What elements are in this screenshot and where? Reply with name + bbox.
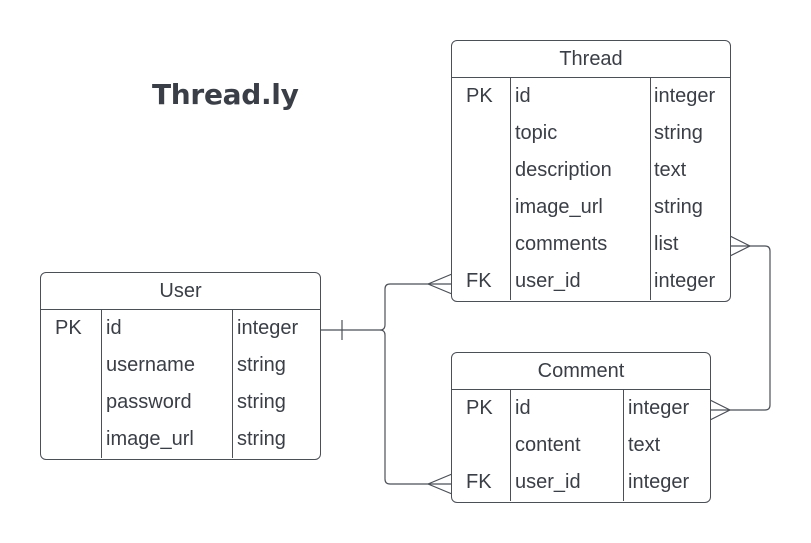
column-divider	[232, 310, 233, 458]
attribute-row: PK id integer	[41, 310, 320, 347]
type-cell: integer	[654, 85, 716, 107]
attribute-row: image_url string	[452, 189, 730, 226]
field-cell: username	[106, 354, 195, 376]
type-cell: string	[237, 354, 286, 376]
attribute-row: comments list	[452, 226, 730, 263]
field-cell: password	[106, 391, 192, 413]
key-cell: PK	[466, 85, 493, 107]
attribute-row: topic string	[452, 115, 730, 152]
field-cell: id	[515, 85, 531, 107]
entity-user[interactable]: User PK id integer username string passw…	[40, 272, 321, 460]
field-cell: id	[106, 317, 122, 339]
key-cell: FK	[466, 270, 492, 292]
type-cell: integer	[628, 397, 690, 419]
entity-name: Comment	[452, 353, 710, 390]
crows-foot-comment-user-id	[427, 473, 453, 485]
field-cell: user_id	[515, 270, 581, 292]
column-divider	[623, 390, 624, 501]
entity-name: Thread	[452, 41, 730, 78]
column-divider	[101, 310, 102, 458]
connector-user-comment	[379, 329, 452, 485]
attribute-row: username string	[41, 347, 320, 384]
type-cell: string	[237, 428, 286, 450]
field-cell: image_url	[515, 196, 603, 218]
type-cell: integer	[237, 317, 299, 339]
type-cell: integer	[628, 471, 690, 493]
entity-thread[interactable]: Thread PK id integer topic string descri…	[451, 40, 731, 302]
entity-name: User	[41, 273, 320, 310]
key-cell: FK	[466, 471, 492, 493]
field-cell: user_id	[515, 471, 581, 493]
crows-foot-thread-user-id	[427, 273, 453, 285]
attribute-row: FK user_id integer	[452, 464, 710, 501]
crows-foot-thread-user-id-b	[427, 283, 453, 295]
crows-foot-comment-id	[709, 399, 731, 411]
type-cell: string	[237, 391, 286, 413]
attribute-row: PK id integer	[452, 78, 730, 115]
attribute-row: FK user_id integer	[452, 263, 730, 300]
field-cell: id	[515, 397, 531, 419]
field-cell: content	[515, 434, 581, 456]
type-cell: integer	[654, 270, 716, 292]
attribute-row: image_url string	[41, 421, 320, 458]
crows-foot-thread-comments	[729, 235, 751, 247]
connector-user-thread	[320, 283, 452, 331]
type-cell: text	[654, 159, 687, 181]
type-cell: string	[654, 122, 703, 144]
app-title: Thread.ly	[152, 78, 299, 111]
field-cell: image_url	[106, 428, 194, 450]
connector-thread-comment	[710, 245, 771, 411]
key-cell: PK	[55, 317, 82, 339]
attribute-row: description text	[452, 152, 730, 189]
crows-foot-comment-id-b	[709, 409, 731, 421]
column-divider	[510, 390, 511, 501]
key-cell: PK	[466, 397, 493, 419]
crows-foot-comment-user-id-b	[427, 483, 453, 495]
field-cell: comments	[515, 233, 608, 255]
column-divider	[650, 78, 651, 300]
type-cell: list	[654, 233, 679, 255]
attribute-row: PK id integer	[452, 390, 710, 427]
attribute-row: content text	[452, 427, 710, 464]
attribute-row: password string	[41, 384, 320, 421]
entity-comment[interactable]: Comment PK id integer content text FK us…	[451, 352, 711, 503]
column-divider	[510, 78, 511, 300]
crows-foot-thread-comments-b	[729, 245, 751, 257]
field-cell: topic	[515, 122, 558, 144]
field-cell: description	[515, 159, 612, 181]
type-cell: text	[628, 434, 661, 456]
type-cell: string	[654, 196, 703, 218]
